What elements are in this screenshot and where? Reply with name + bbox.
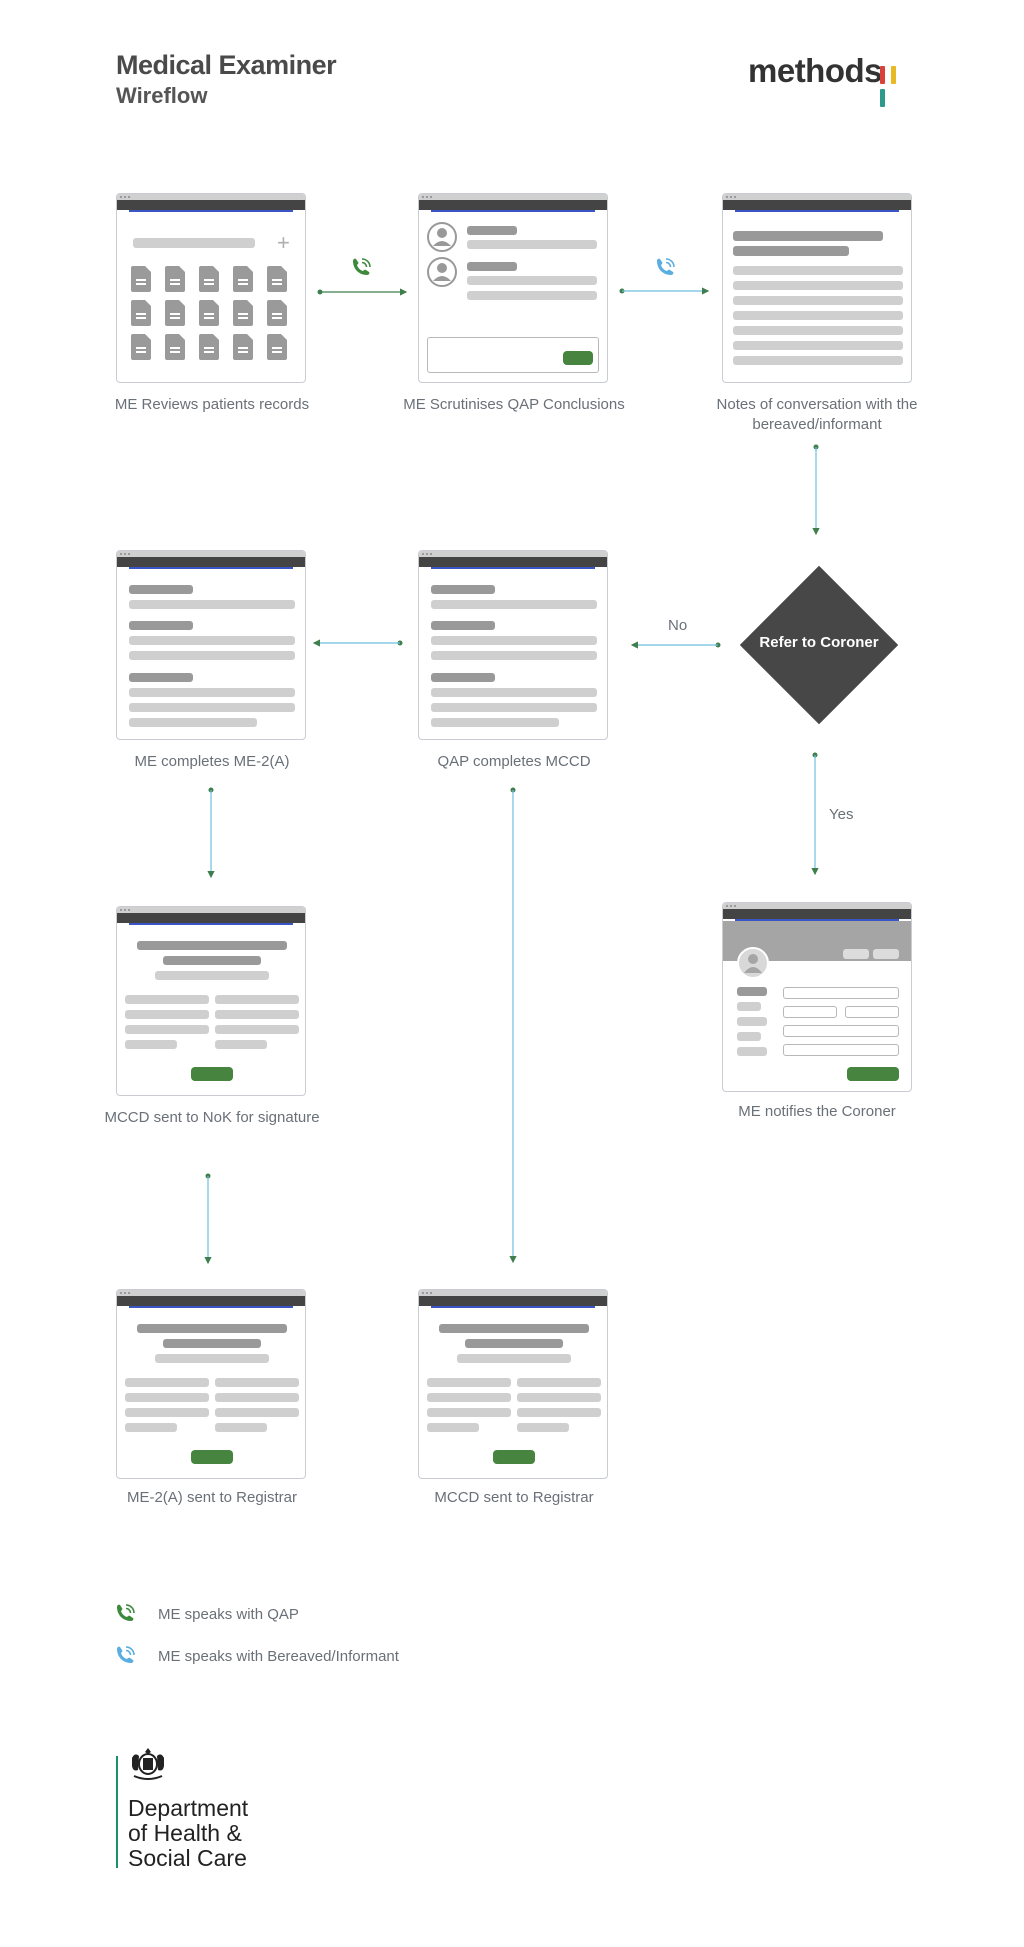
legend-qap: ME speaks with QAP <box>158 1606 299 1623</box>
arrow-notes-to-diamond <box>812 444 820 536</box>
org-line-1: Department <box>128 1795 249 1821</box>
decision-label: Refer to Coroner <box>759 634 879 651</box>
legend-bereaved: ME speaks with Bereaved/Informant <box>158 1648 399 1665</box>
phone-green-icon <box>353 258 371 275</box>
dhsc-logo-text: Department of Health & Social Care <box>128 1796 248 1871</box>
node-label-mccd-nok: MCCD sent to NoK for signature <box>104 1109 320 1126</box>
screen-me-completes <box>116 550 306 740</box>
arrow-qap-to-mccd-registrar <box>509 787 517 1264</box>
avatar-icon <box>427 222 457 287</box>
node-label-notify-coroner: ME notifies the Coroner <box>738 1103 896 1120</box>
phone-blue-icon <box>657 258 675 275</box>
edge-label-no: No <box>668 617 688 634</box>
screen-qap-completes <box>418 550 608 740</box>
screen-me2a-registrar <box>116 1289 306 1479</box>
dhsc-logo-bar <box>116 1756 118 1868</box>
node-label-me2a-registrar: ME-2(A) sent to Registrar <box>126 1489 298 1506</box>
node-label-scrutinise-qap: ME Scrutinises QAP Conclusions <box>403 396 625 413</box>
profile-avatar-icon <box>737 947 769 979</box>
methods-logo-bars-icon <box>880 66 912 107</box>
arrow-scrutinise-to-notes <box>619 287 710 295</box>
arrow-review-to-scrutinise <box>317 288 408 296</box>
edge-label-yes: Yes <box>829 806 854 823</box>
royal-crest-icon <box>132 1748 164 1780</box>
arrow-nok-to-me2a-registrar <box>204 1173 212 1265</box>
legend-phone-blue-icon <box>117 1646 135 1663</box>
screen-mccd-registrar <box>418 1289 608 1479</box>
node-label-mccd-registrar: MCCD sent to Registrar <box>434 1489 594 1506</box>
node-label-review-records: ME Reviews patients records <box>114 396 310 413</box>
node-label-me-completes: ME completes ME-2(A) <box>134 753 290 770</box>
arrow-diamond-to-notify <box>811 752 819 876</box>
page-title: Medical Examiner <box>116 50 337 80</box>
screen-mccd-nok <box>116 906 306 1096</box>
document-grid-icon <box>131 266 287 360</box>
org-line-3: Social Care <box>128 1845 247 1871</box>
node-label-notes-conversation: Notes of conversation with the bereaved/… <box>716 396 918 433</box>
node-label-qap-completes: QAP completes MCCD <box>437 753 591 770</box>
org-line-2: of Health & <box>128 1820 242 1846</box>
arrow-diamond-to-qap <box>630 641 721 649</box>
screen-notify-coroner <box>722 902 912 1092</box>
arrow-me-completes-to-nok <box>207 787 215 879</box>
arrow-qap-to-me-completes <box>312 639 403 647</box>
page-subtitle: Wireflow <box>116 83 208 108</box>
methods-logo: methods <box>748 52 883 89</box>
screen-notes-conversation <box>722 193 912 383</box>
decision-refer-to-coroner: Refer to Coroner <box>739 565 899 725</box>
screen-review-records: + <box>116 193 306 383</box>
screen-scrutinise-qap <box>418 193 608 383</box>
legend-phone-green-icon <box>117 1604 135 1621</box>
add-icon: + <box>277 230 290 255</box>
